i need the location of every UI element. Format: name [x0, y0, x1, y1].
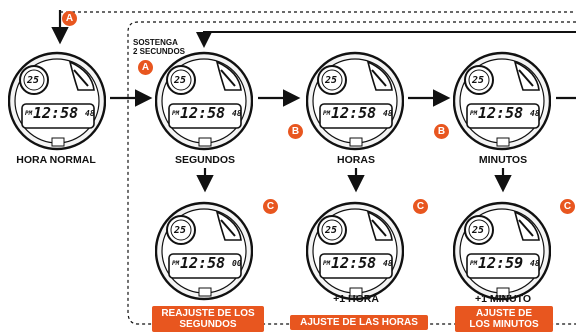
main-time: 12:58 — [331, 254, 377, 272]
main-time: 12:58 — [478, 104, 524, 122]
hold-note: SOSTENGA 2 SECUNDOS — [133, 38, 185, 56]
main-seconds: 48 — [383, 109, 393, 118]
main-time: 12:58 — [33, 104, 79, 122]
marker-c-seg: C — [263, 199, 278, 214]
main-seconds: 48 — [383, 259, 393, 268]
pm-indicator: PM — [172, 260, 180, 267]
reset-time: 12:58 — [180, 254, 226, 272]
main-time: 12:58 — [180, 104, 226, 122]
badge-ajuste-min-line1: AJUSTE DE — [475, 308, 533, 319]
marker-b-horas: B — [288, 124, 303, 139]
main-seconds: 48 — [530, 109, 540, 118]
hold-note-line1: SOSTENGA — [133, 38, 178, 47]
watch-reajuste-seg — [154, 196, 254, 306]
pm-indicator: PM — [172, 110, 180, 117]
plus-min-time: 12:59 — [478, 254, 524, 272]
label-plus-hora: +1 HORA — [333, 293, 379, 305]
pm-indicator: PM — [470, 110, 478, 117]
marker-b-minutos: B — [434, 124, 449, 139]
label-plus-minuto: +1 MINUTO — [474, 293, 532, 305]
main-seconds: 48 — [530, 259, 540, 268]
hold-note-line2: 2 SECUNDOS — [133, 47, 186, 56]
label-segundos: SEGUNDOS — [174, 154, 236, 166]
reset-seconds: 00 — [232, 259, 242, 268]
badge-ajuste-minutos: AJUSTE DE LOS MINUTOS — [455, 306, 553, 332]
small-dial-text: 25 — [325, 75, 338, 86]
dashed-boundary — [127, 21, 576, 325]
label-horas: HORAS — [337, 154, 375, 166]
marker-c-horas: C — [413, 199, 428, 214]
small-dial-text: 25 — [174, 225, 187, 236]
watch-ajuste-min — [452, 196, 552, 306]
small-dial-text: 25 — [174, 75, 187, 86]
badge-reajuste-line2: SEGUNDOS — [179, 319, 237, 330]
small-dial-text: 25 — [472, 225, 485, 236]
badge-reajuste-segundos: REAJUSTE DE LOS SEGUNDOS — [152, 306, 264, 332]
pm-indicator: PM — [25, 110, 33, 117]
watch-segundos — [154, 46, 254, 156]
label-hora-normal: HORA NORMAL — [16, 154, 96, 166]
watch-hora-normal — [7, 46, 107, 156]
watch-ajuste-horas — [305, 196, 405, 306]
marker-c-min: C — [560, 199, 575, 214]
watch-minutos — [452, 46, 552, 156]
pm-indicator: PM — [323, 260, 331, 267]
badge-ajuste-horas: AJUSTE DE LAS HORAS — [290, 315, 428, 330]
main-time: 12:58 — [331, 104, 377, 122]
small-dial-text: 25 — [27, 75, 40, 86]
badge-ajuste-min-line2: LOS MINUTOS — [469, 319, 539, 330]
main-seconds: 48 — [232, 109, 242, 118]
main-seconds: 48 — [85, 109, 95, 118]
badge-reajuste-line1: REAJUSTE DE LOS — [161, 308, 255, 319]
pm-indicator: PM — [323, 110, 331, 117]
small-dial-text: 25 — [472, 75, 485, 86]
watch-horas — [305, 46, 405, 156]
marker-a-hold: A — [138, 60, 153, 75]
small-dial-text: 25 — [325, 225, 338, 236]
label-minutos: MINUTOS — [478, 154, 528, 166]
arrow-return — [196, 31, 576, 48]
pm-indicator: PM — [470, 260, 478, 267]
marker-a-top: A — [62, 11, 77, 26]
